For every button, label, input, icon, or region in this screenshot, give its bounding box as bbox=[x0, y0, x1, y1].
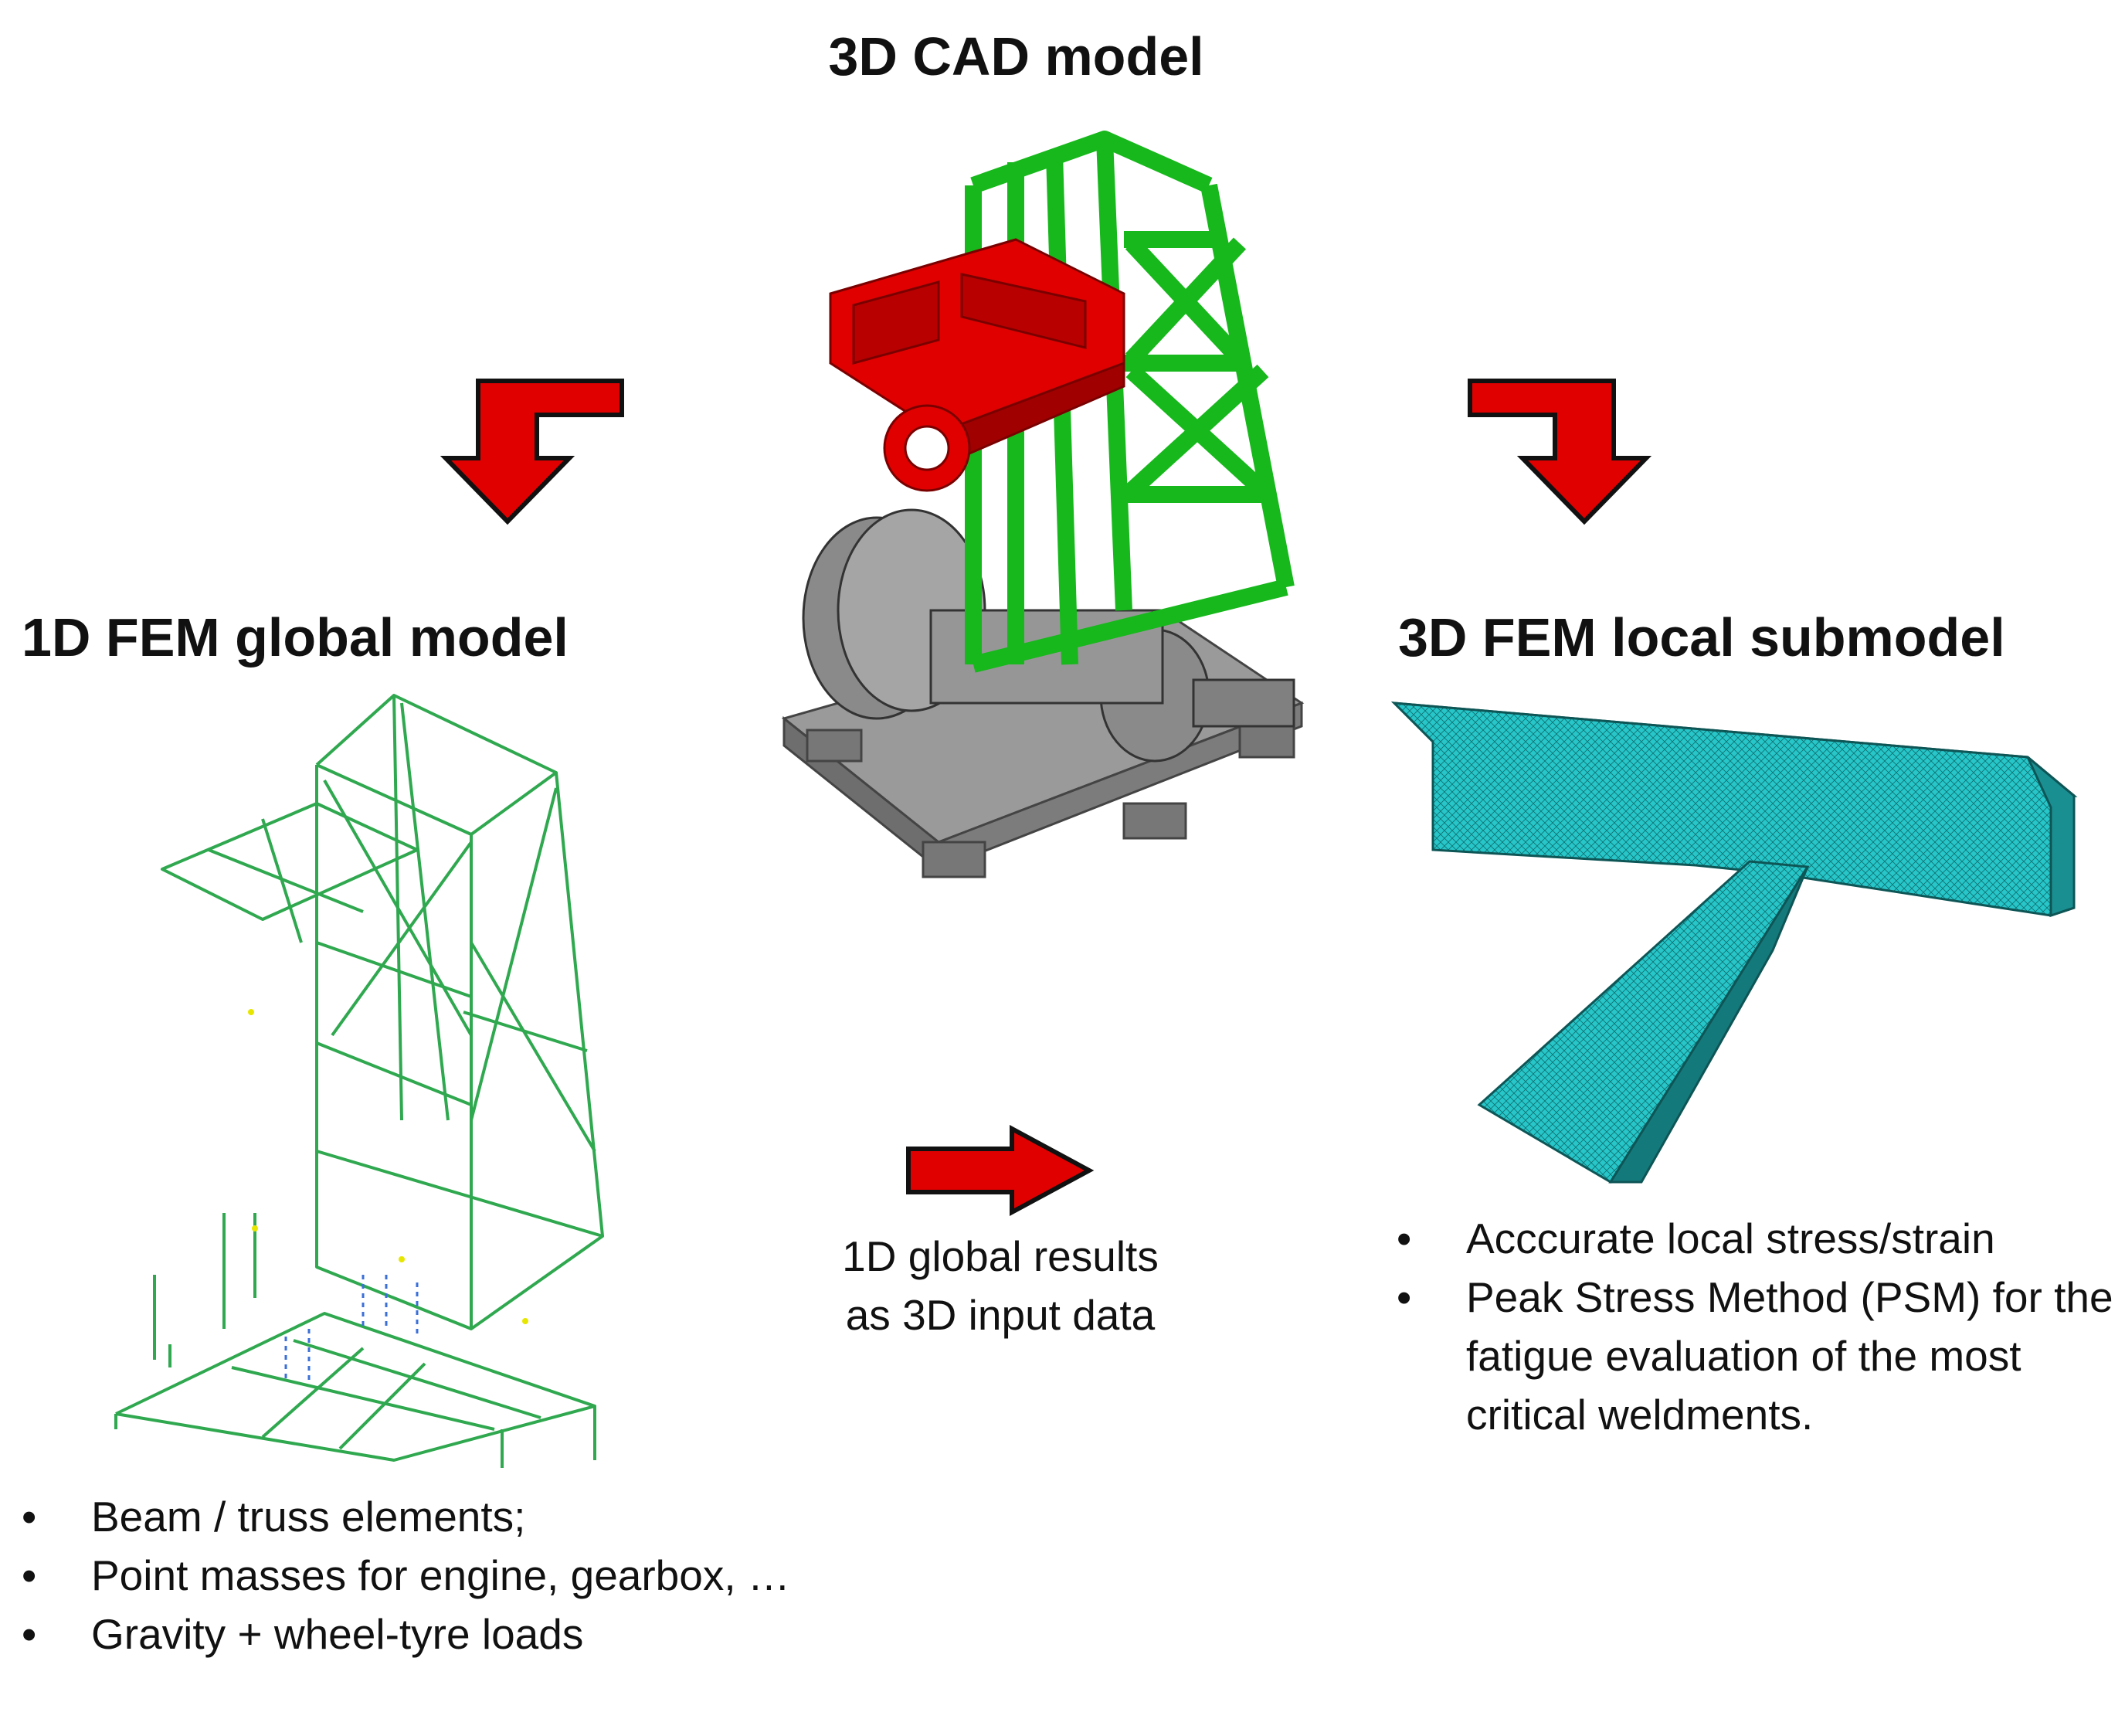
flow-caption: 1D global results as 3D input data bbox=[780, 1227, 1220, 1344]
cad-model-illustration bbox=[781, 131, 1305, 878]
cad-model-heading: 3D CAD model bbox=[828, 26, 1204, 87]
bullet-item: Acccurate local stress/strain bbox=[1397, 1209, 2123, 1268]
bullet-item: Peak Stress Method (PSM) for the fatigue… bbox=[1397, 1268, 2123, 1444]
local-submodel-mesh bbox=[1391, 702, 2078, 1184]
local-submodel-heading: 3D FEM local submodel bbox=[1398, 607, 2005, 668]
local-submodel-bullet-list: Acccurate local stress/strain Peak Stres… bbox=[1397, 1209, 2123, 1444]
flow-arrow bbox=[906, 1124, 1095, 1217]
right-bent-arrow bbox=[1468, 379, 1652, 525]
bullet-item: Beam / truss elements; bbox=[22, 1487, 833, 1546]
bullet-item: Gravity + wheel-tyre loads bbox=[22, 1605, 833, 1663]
flow-caption-line-1: 1D global results bbox=[842, 1232, 1159, 1280]
red-carriage bbox=[829, 238, 1125, 492]
drum bbox=[802, 508, 1295, 763]
global-model-wireframe bbox=[114, 694, 604, 1468]
left-bent-arrow bbox=[440, 379, 624, 525]
bullet-item: Point masses for engine, gearbox, … bbox=[22, 1546, 833, 1605]
beam-end bbox=[2026, 756, 2076, 918]
global-model-bullet-list: Beam / truss elements; Point masses for … bbox=[22, 1487, 833, 1663]
stem-side bbox=[1608, 866, 1809, 1184]
flow-caption-line-2: as 3D input data bbox=[845, 1291, 1156, 1339]
global-model-heading: 1D FEM global model bbox=[22, 607, 569, 668]
